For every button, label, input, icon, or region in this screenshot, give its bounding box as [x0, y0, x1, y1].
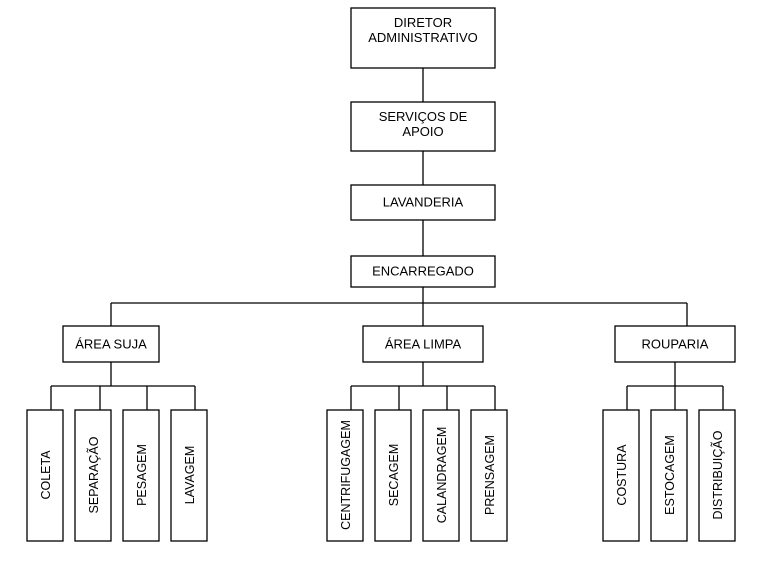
task-box-collection: COLETA [26, 409, 64, 542]
task-box-separation: SEPARAÇÃO [74, 409, 112, 542]
linen-box: ROUPARIA [614, 325, 736, 363]
laundry-box: LAVANDERIA [350, 184, 496, 221]
task-box-distribution: DISTRIBUIÇÃO [698, 409, 736, 542]
task-box-storage: ESTOCAGEM [650, 409, 688, 542]
task-label: SEPARAÇÃO [87, 436, 101, 513]
supervisor-box: ENCARREGADO [350, 255, 496, 288]
support-label-line2: APOIO [402, 124, 443, 139]
task-label: SECAGEM [387, 444, 401, 507]
task-box-sewing: COSTURA [602, 409, 640, 542]
task-label: COLETA [39, 450, 53, 500]
task-label: LAVAGEM [183, 446, 197, 505]
director-label-line2: ADMINISTRATIVO [368, 30, 478, 45]
supervisor-label: ENCARREGADO [372, 263, 474, 278]
task-box-weighing: PESAGEM [122, 409, 160, 542]
task-label: CALANDRAGEM [435, 427, 449, 524]
support-label-line1: SERVIÇOS DE [379, 109, 468, 124]
clean-area-label: ÁREA LIMPA [385, 336, 462, 351]
clean-area-box: ÁREA LIMPA [362, 325, 484, 363]
task-box-calendering: CALANDRAGEM [422, 409, 460, 542]
connector-lines [50, 68, 724, 410]
task-label: CENTRIFUGAGEM [339, 420, 353, 530]
task-box-washing: LAVAGEM [170, 409, 208, 542]
task-label: PESAGEM [135, 444, 149, 506]
linen-label: ROUPARIA [642, 336, 709, 351]
task-label: PRENSAGEM [483, 435, 497, 515]
task-box-drying: SECAGEM [374, 409, 412, 542]
task-label: COSTURA [615, 444, 629, 506]
support-services-box: SERVIÇOS DE APOIO [350, 101, 496, 152]
director-label-line1: DIRETOR [394, 15, 452, 30]
task-label: ESTOCAGEM [663, 435, 677, 515]
task-box-centrifuging: CENTRIFUGAGEM [326, 409, 364, 542]
laundry-label: LAVANDERIA [383, 194, 464, 209]
task-box-pressing: PRENSAGEM [470, 409, 508, 542]
dirty-area-box: ÁREA SUJA [62, 325, 160, 363]
task-label: DISTRIBUIÇÃO [711, 430, 725, 519]
dirty-area-label: ÁREA SUJA [75, 336, 147, 351]
director-box: DIRETOR ADMINISTRATIVO [350, 7, 496, 69]
